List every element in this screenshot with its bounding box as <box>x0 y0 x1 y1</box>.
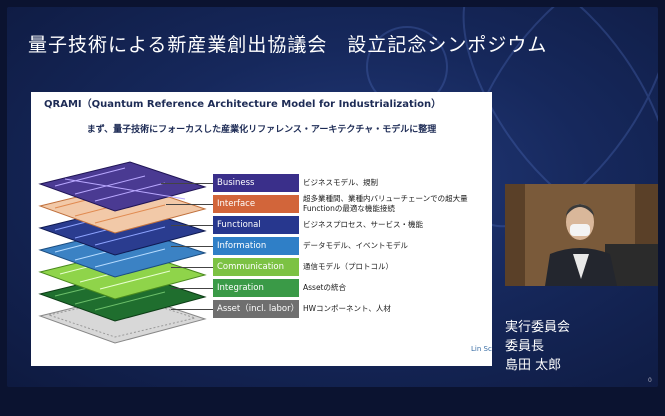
connector-business <box>161 183 213 184</box>
layer-desc-communication: 通信モデル（プロトコル） <box>303 262 393 271</box>
architecture-stack-diagram <box>38 161 207 344</box>
layer-business <box>38 161 207 212</box>
layer-desc-business: ビジネスモデル、規制 <box>303 178 378 187</box>
layer-label-integration: Integration <box>213 279 299 297</box>
speaker-video-image <box>505 184 658 286</box>
layer-desc-integration: Assetの統合 <box>303 283 347 292</box>
layer-label-functional: Functional <box>213 216 299 234</box>
connector-information <box>171 246 213 247</box>
connector-integration <box>171 288 213 289</box>
layer-desc-information: データモデル、イベントモデル <box>303 241 408 250</box>
layer-desc-functional: ビジネスプロセス、サービス・機能 <box>303 220 423 229</box>
layer-label-communication: Communication <box>213 258 299 276</box>
slide-header-text: QRAMI（Quantum Reference Architecture Mod… <box>44 99 442 110</box>
connector-interface <box>166 204 213 205</box>
layer-desc-interface-1: 超多業種間、業種内バリューチェーンでの超大量 <box>303 194 468 203</box>
layer-label-interface: Interface <box>213 195 299 213</box>
speaker-name: 島田 太郎 <box>505 358 562 373</box>
layer-label-asset: Asset（incl. labor） <box>213 300 299 318</box>
slide-header: QRAMI（Quantum Reference Architecture Mod… <box>31 92 492 114</box>
slide-subtitle: まず、量子技術にフォーカスした産業化リファレンス・アーキテクチャ・モデルに整理 <box>86 125 437 135</box>
slide: まず、量子技術にフォーカスした産業化リファレンス・アーキテクチャ・モデルに整理 <box>31 112 492 366</box>
layer-desc-interface-2: Functionの最適な機能接続 <box>303 204 395 213</box>
layer-desc-asset: HWコンポーネント、人材 <box>303 304 391 313</box>
connector-communication <box>171 267 213 268</box>
speaker-role: 実行委員会 <box>505 320 571 335</box>
slide-logo: Lin Sc <box>471 345 492 353</box>
layer-label-business: Business <box>213 174 299 192</box>
event-title: 量子技術による新産業創出協議会 設立記念シンポジウム <box>28 34 548 56</box>
speaker-caption: 実行委員会 委員長 島田 太郎 <box>505 318 570 375</box>
speaker-video <box>505 184 658 286</box>
connector-functional <box>171 225 213 226</box>
page-number: 0 <box>648 377 652 384</box>
connector-asset <box>171 309 213 310</box>
layer-label-information: Information <box>213 237 299 255</box>
speaker-title: 委員長 <box>505 339 545 354</box>
